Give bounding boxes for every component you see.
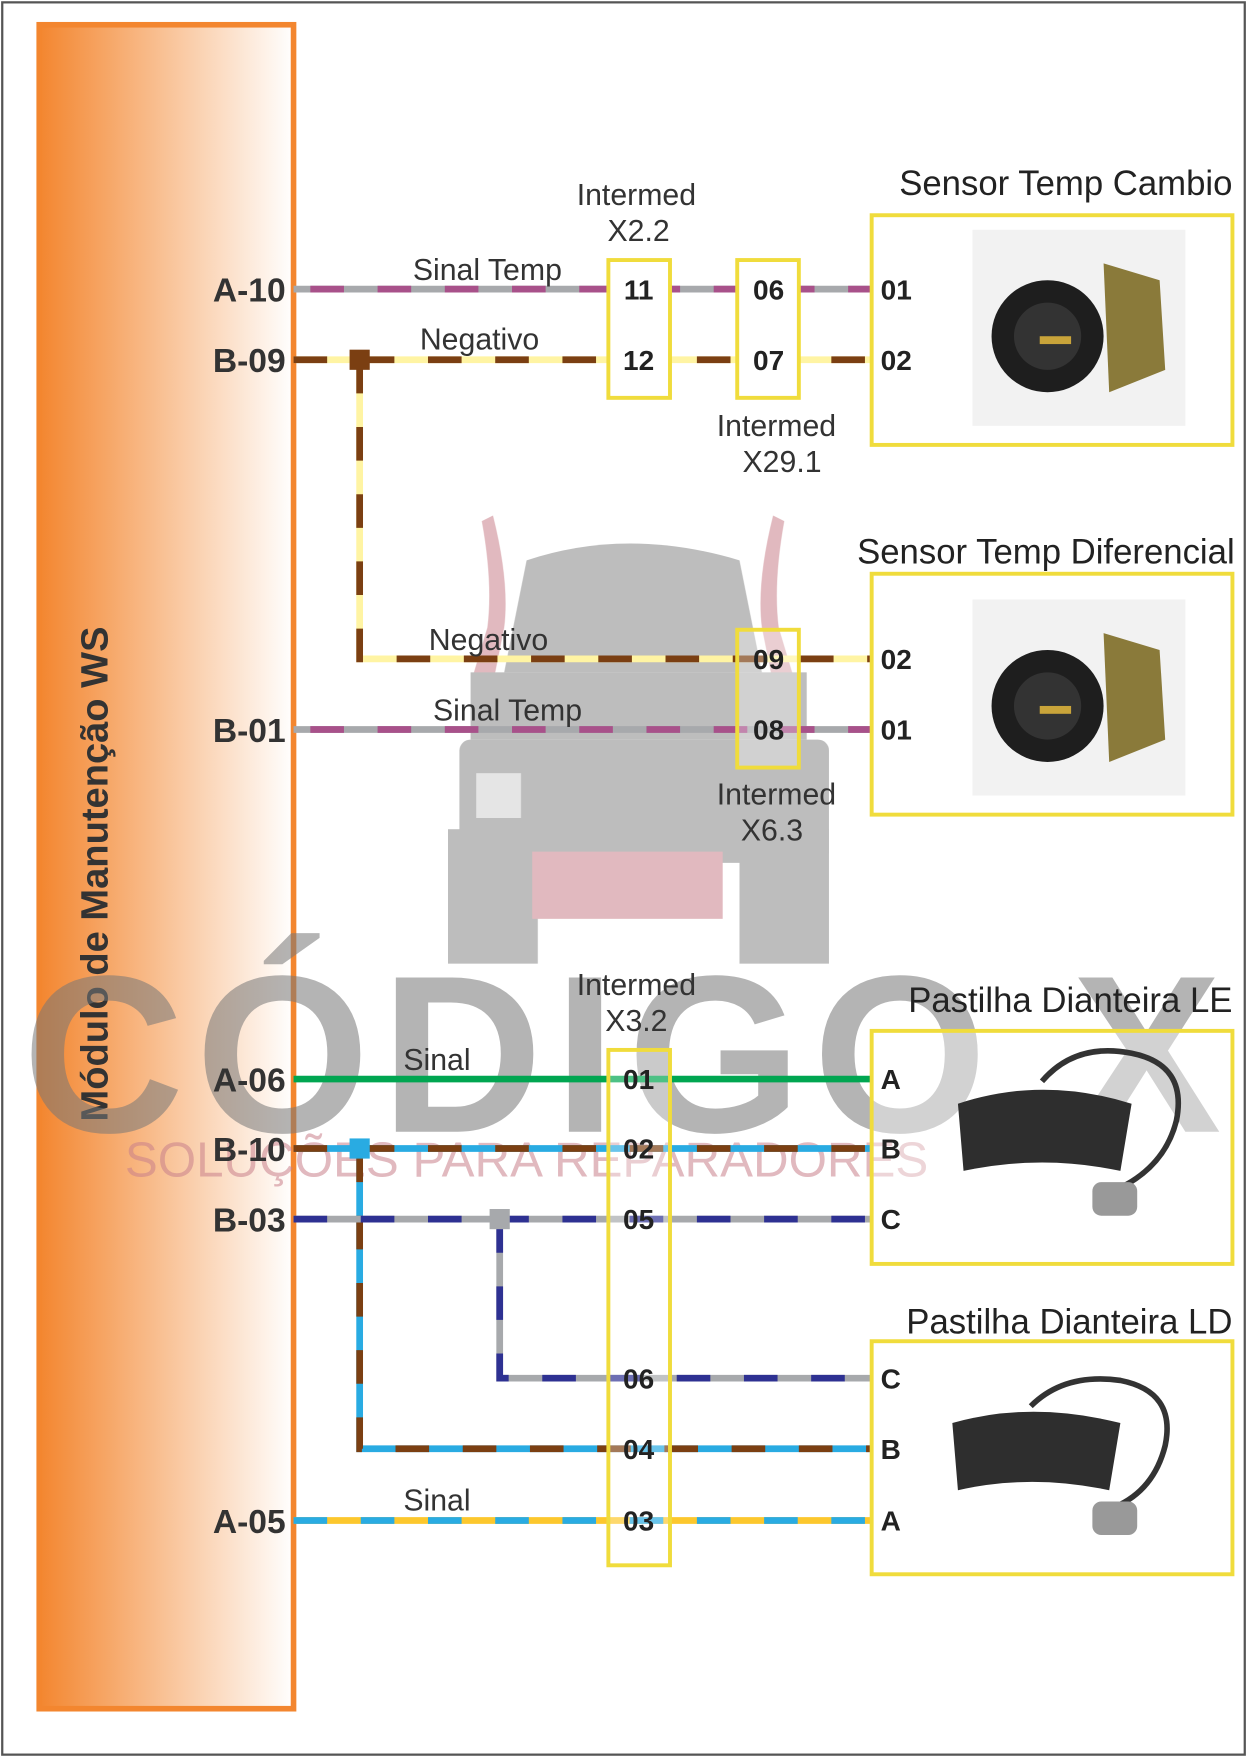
component-pin: A [881, 1506, 901, 1537]
temperature-sensor-icon [972, 599, 1186, 796]
module-pins: A-10 B-09 B-01 A-06 B-10 B-03 A-05 [213, 272, 286, 1540]
wire-label: Sinal [403, 1484, 470, 1517]
component-pin: A [881, 1064, 901, 1095]
connector-pin: 01 [623, 1064, 654, 1095]
pastilha-dianteira-le: Pastilha Dianteira LE A B C [869, 982, 1235, 1266]
connector-pin: 03 [623, 1506, 654, 1537]
connector-name: Intermed [717, 779, 836, 812]
connector-code: X2.2 [608, 215, 670, 248]
component-title: Sensor Temp Diferencial [857, 534, 1235, 572]
pin-label: A-05 [213, 1504, 286, 1541]
connector-pin: 04 [623, 1434, 655, 1465]
sensor-temp-cambio: Sensor Temp Cambio 01 02 [869, 165, 1235, 447]
connector-pin: 11 [624, 274, 654, 305]
connector-pin: 05 [623, 1204, 654, 1235]
component-title: Pastilha Dianteira LD [906, 1303, 1232, 1341]
connector-x3-2: Intermed X3.2 01 02 05 06 04 03 [577, 969, 696, 1568]
brake-pad-icon [952, 1376, 1170, 1536]
pin-label: B-09 [213, 343, 286, 380]
pastilha-dianteira-ld: Pastilha Dianteira LD C B A [869, 1303, 1235, 1577]
component-title: Sensor Temp Cambio [899, 165, 1232, 203]
wire-b10 [293, 1138, 872, 1453]
wire-b03 [293, 1209, 872, 1382]
connector-x6-3: 09 08 Intermed X6.3 [717, 627, 836, 847]
connector-pin: 08 [753, 715, 784, 746]
connector-code: X6.3 [741, 814, 803, 847]
component-pin: C [881, 1363, 901, 1394]
connector-pin: 07 [753, 345, 784, 376]
component-pin: 01 [881, 274, 912, 305]
component-title: Pastilha Dianteira LE [908, 982, 1232, 1020]
component-pin: 02 [881, 644, 912, 675]
module-panel [36, 21, 297, 1712]
component-pin: B [881, 1434, 901, 1465]
connector-name: Intermed [577, 969, 696, 1002]
component-pin: 02 [881, 345, 912, 376]
brake-pad-icon [957, 1048, 1182, 1216]
wire-label: Negativo [429, 624, 548, 657]
component-pin: 01 [881, 715, 912, 746]
connector-code: X29.1 [743, 446, 822, 479]
module-title: Módulo de Manutenção WS [75, 627, 117, 1122]
connector-pin: 09 [753, 644, 784, 675]
connector-code: X3.2 [605, 1005, 667, 1038]
wire-label: Sinal [403, 1044, 470, 1077]
wire-label: Sinal Temp [413, 254, 562, 287]
connector-x29-1: 06 07 Intermed X29.1 [717, 258, 836, 479]
pin-label: B-03 [213, 1202, 286, 1239]
pin-label: A-10 [213, 272, 286, 309]
wire-label: Negativo [420, 324, 539, 357]
pin-label: A-06 [213, 1062, 286, 1099]
connector-x2-2: Intermed X2.2 11 12 [577, 179, 696, 400]
connector-pin: 06 [623, 1363, 654, 1394]
connector-name: Intermed [577, 179, 696, 212]
component-pin: B [881, 1134, 901, 1165]
splice-junction [349, 349, 370, 370]
connector-pin: 06 [753, 274, 784, 305]
splice-junction [349, 1138, 370, 1159]
splice-junction [489, 1209, 510, 1230]
wire-label: Sinal Temp [433, 695, 582, 728]
sensor-temp-diferencial: Sensor Temp Diferencial 02 01 [857, 534, 1235, 817]
watermark-tagline: SOLUÇÕES PARA REPARADORES [125, 1132, 928, 1188]
connector-name: Intermed [717, 410, 836, 443]
pin-label: B-01 [213, 713, 286, 750]
pin-label: B-10 [213, 1132, 286, 1169]
temperature-sensor-icon [972, 229, 1186, 426]
connector-pin: 12 [623, 345, 654, 376]
connector-pin: 02 [623, 1134, 654, 1165]
component-pin: C [881, 1204, 901, 1235]
